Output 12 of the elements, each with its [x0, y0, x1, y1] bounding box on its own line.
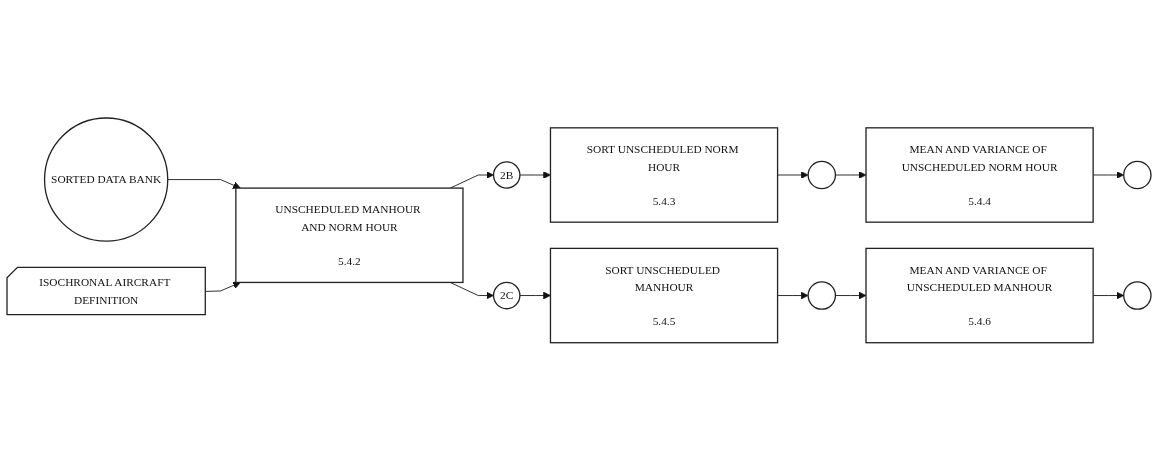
node-circle: [1123, 280, 1152, 310]
node-circle: [1123, 160, 1152, 189]
node-circle: 2B: [492, 160, 521, 189]
node-box: MEAN AND VARIANCE OF UNSCHEDULED MANHOUR 5.4.6: [865, 247, 1094, 343]
node-box: UNSCHEDULED MANHOUR AND NORM HOUR 5.4.2: [235, 187, 464, 283]
node-box: MEAN AND VARIANCE OF UNSCHEDULED NORM HOUR 5.4.4: [865, 126, 1094, 223]
node-box: SORT UNSCHEDULED MANHOUR 5.4.5: [549, 247, 779, 343]
node-circle: [807, 280, 837, 310]
node-box: SORT UNSCHEDULED NORM HOUR 5.4.3: [549, 126, 779, 223]
node-circle: [807, 160, 837, 189]
node-circle: SORTED DATA BANK: [43, 116, 169, 242]
node-circle: 2C: [492, 281, 521, 309]
